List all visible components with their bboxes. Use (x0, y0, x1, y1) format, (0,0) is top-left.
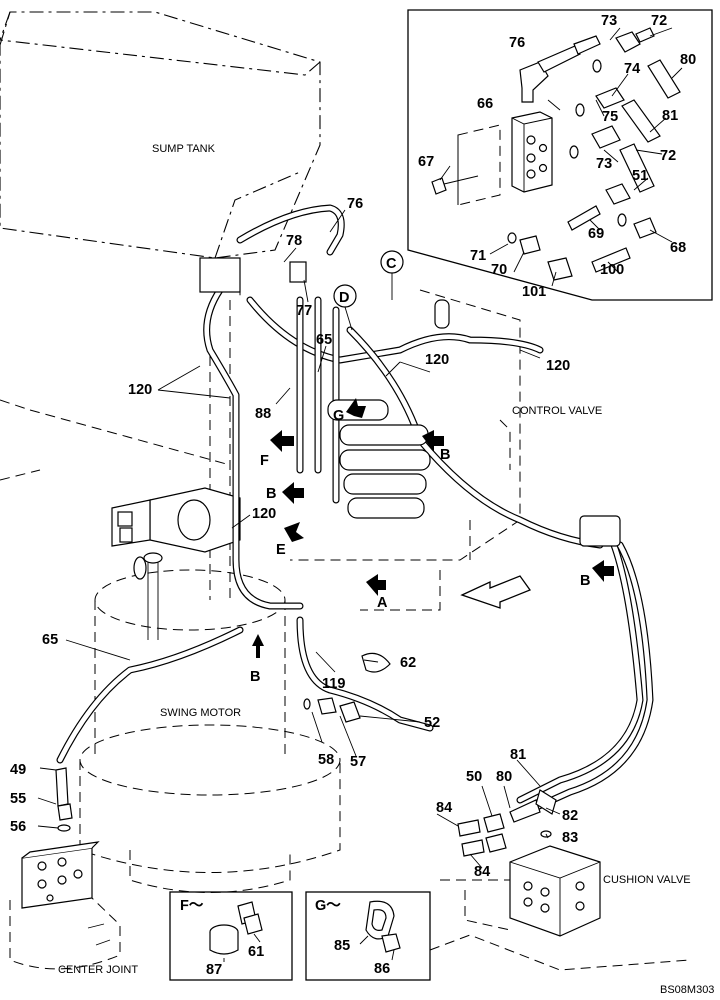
drawing-code: BS08M303 (660, 984, 714, 996)
control-valve: CONTROL VALVE (199, 261, 602, 611)
sump-tank-label: SUMP TANK (152, 143, 216, 155)
hoses (56, 204, 654, 814)
callout-69: 69 (588, 226, 604, 242)
callout-87: 87 (206, 962, 222, 978)
callout-51: 51 (632, 168, 648, 184)
leader-lines (37, 209, 561, 869)
upper-structure (0, 300, 231, 600)
callout-77: 77 (296, 303, 312, 319)
callout-61: 61 (248, 944, 264, 960)
swing-motor: SWING MOTOR (79, 487, 341, 893)
callout-62: 62 (400, 655, 416, 671)
callout-56: 56 (10, 819, 26, 835)
callout-120-d: 120 (252, 506, 276, 522)
view-letter-g: G (333, 408, 344, 424)
view-letter-b3: B (580, 573, 590, 589)
callout-66: 66 (477, 96, 493, 112)
svg-text:C: C (386, 256, 397, 272)
callout-84-a: 84 (436, 800, 452, 816)
svg-text:D: D (339, 290, 349, 306)
callout-85: 85 (334, 938, 350, 954)
cushion-valve: CUSHION VALVE (429, 845, 691, 971)
callout-120-b: 120 (425, 352, 449, 368)
detail-box-g: G～ (305, 891, 431, 981)
callout-78: 78 (286, 233, 302, 249)
callout-71: 71 (470, 248, 486, 264)
callout-68: 68 (670, 240, 686, 256)
callout-50: 50 (466, 769, 482, 785)
callout-101: 101 (522, 284, 546, 300)
view-marker-c: C (380, 250, 404, 300)
callout-76-main: 76 (347, 196, 363, 212)
callout-80-top: 80 (680, 52, 696, 68)
callout-70: 70 (491, 262, 507, 278)
cushion-valve-label: CUSHION VALVE (603, 874, 691, 886)
callout-52: 52 (424, 715, 440, 731)
view-letter-b2: B (440, 447, 450, 463)
callout-73-mid: 73 (596, 156, 612, 172)
callout-100: 100 (600, 262, 624, 278)
inset-detail-box (407, 9, 713, 301)
callout-119: 119 (322, 676, 345, 692)
view-marker-d: D (333, 284, 357, 331)
callout-65-left: 65 (42, 632, 58, 648)
callout-81-top: 81 (662, 108, 678, 124)
callout-55: 55 (10, 791, 26, 807)
callout-57: 57 (350, 754, 366, 770)
callout-80-low: 80 (496, 769, 512, 785)
callout-67: 67 (418, 154, 434, 170)
callout-76-top: 76 (509, 35, 525, 51)
swing-motor-label: SWING MOTOR (160, 707, 241, 719)
callout-65-main: 65 (316, 332, 332, 348)
view-letter-a: A (377, 595, 388, 611)
view-letter-b4: B (250, 669, 260, 685)
callout-86: 86 (374, 961, 390, 977)
detail-box-f: F～ (169, 891, 293, 981)
callout-83: 83 (562, 830, 578, 846)
lower-fittings (55, 652, 557, 857)
callout-84-b: 84 (474, 864, 490, 880)
callout-58: 58 (318, 752, 334, 768)
callout-88: 88 (255, 406, 271, 422)
callout-73-top: 73 (601, 13, 617, 29)
callout-81-low: 81 (510, 747, 526, 763)
callout-75: 75 (602, 109, 618, 125)
view-arrows (252, 398, 614, 658)
control-valve-label: CONTROL VALVE (512, 405, 602, 417)
detail-g-title: G～ (315, 898, 341, 914)
center-joint: CENTER JOINT (9, 841, 138, 976)
callout-49: 49 (10, 762, 26, 778)
callout-72-top: 72 (651, 13, 667, 29)
view-letter-f: F (260, 453, 269, 469)
view-letter-e: E (276, 542, 286, 558)
callout-120-a: 120 (128, 382, 152, 398)
sump-tank: SUMP TANK (0, 11, 321, 259)
callout-74: 74 (624, 61, 640, 77)
callout-120-c: 120 (546, 358, 570, 374)
callout-82: 82 (562, 808, 578, 824)
control-valve-spools (199, 257, 621, 547)
detail-f-title: F～ (180, 898, 204, 914)
center-joint-label: CENTER JOINT (58, 964, 138, 976)
callout-72-mid: 72 (660, 148, 676, 164)
view-letter-b1: B (266, 486, 276, 502)
